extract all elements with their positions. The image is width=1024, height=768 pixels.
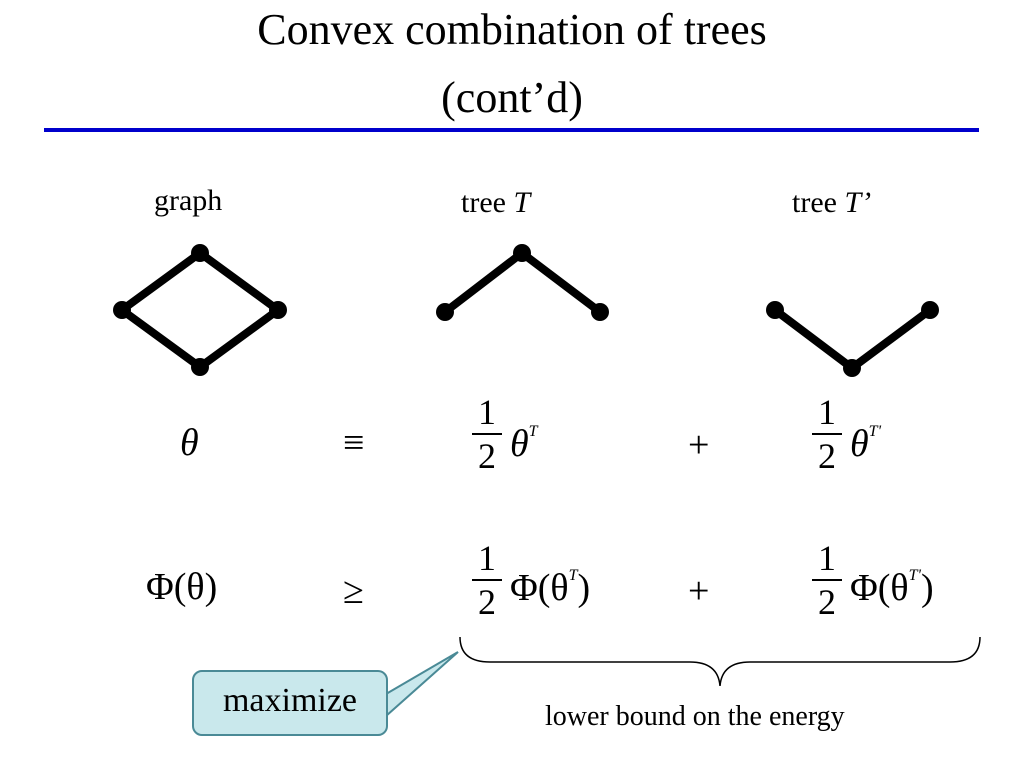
theta-lhs: θ <box>180 422 199 464</box>
maximize-callout <box>192 670 388 736</box>
superscript-t: T <box>528 423 538 440</box>
fraction-bar <box>812 579 842 581</box>
fraction-bar <box>812 433 842 435</box>
superscript-t-prime: T' <box>908 567 921 584</box>
tree-t-prime-node-right <box>921 301 939 319</box>
graph-label: graph <box>154 184 223 217</box>
tree-t-node-top <box>513 244 531 262</box>
plus-symbol-row2: + <box>688 570 710 612</box>
tree-t-label-prefix: tree <box>461 186 506 219</box>
curly-brace <box>459 636 981 687</box>
fraction-numerator: 1 <box>478 538 496 578</box>
tree-t-label: tree T <box>461 188 530 218</box>
greater-equal-symbol: ≥ <box>343 570 364 612</box>
graph-edge-top-right <box>196 249 282 314</box>
row2-half-fraction-2: 1 2 <box>810 540 844 620</box>
plus-symbol-row1: + <box>688 424 710 466</box>
tree-t-node-right <box>591 303 609 321</box>
fraction-denominator: 2 <box>818 582 836 622</box>
fraction-numerator: 1 <box>818 538 836 578</box>
theta-symbol: θ <box>850 423 869 465</box>
row2-term-phi-theta-t: Φ(θT) <box>510 567 591 609</box>
row1-half-fraction-2: 1 2 <box>810 394 844 474</box>
callout-pointer <box>385 651 459 719</box>
row2-half-fraction-1: 1 2 <box>470 540 504 620</box>
row1-half-fraction-1: 1 2 <box>470 394 504 474</box>
fraction-denominator: 2 <box>478 582 496 622</box>
tree-t-prime-edge-left <box>771 306 856 372</box>
tree-t-prime-label: tree T’ <box>792 188 871 218</box>
fraction-numerator: 1 <box>478 392 496 432</box>
graph-edge-bottom-left <box>118 306 204 371</box>
row1-term-theta-t: θT <box>510 423 538 465</box>
tree-t-prime-symbol: T’ <box>844 186 872 219</box>
superscript-t: T <box>568 567 578 584</box>
title-underline <box>44 128 979 132</box>
fraction-denominator: 2 <box>818 436 836 476</box>
row2-term-phi-theta-t-prime: Φ(θT') <box>850 567 934 609</box>
maximize-callout-text: maximize <box>222 682 358 719</box>
graph-edge-top-left <box>118 249 204 314</box>
fraction-bar <box>472 433 502 435</box>
graph-edge-bottom-right <box>196 306 282 371</box>
fraction-denominator: 2 <box>478 436 496 476</box>
tree-t-prime-edge-right <box>848 306 934 372</box>
tree-t-prime-node-bottom <box>843 359 861 377</box>
tree-t-symbol: T <box>513 186 531 219</box>
phi-theta-open: Φ(θ <box>850 567 909 609</box>
close-paren: ) <box>577 567 591 609</box>
phi-theta-lhs: Φ(θ) <box>146 566 218 608</box>
tree-t-prime-label-prefix: tree <box>792 186 837 219</box>
equivalence-symbol: ≡ <box>343 422 365 464</box>
theta-symbol: θ <box>510 423 529 465</box>
fraction-bar <box>472 579 502 581</box>
tree-t-prime-diagram <box>766 301 939 377</box>
close-paren: ) <box>920 567 934 609</box>
tree-t-diagram <box>436 244 609 321</box>
graph-diagram <box>113 244 287 376</box>
tree-t-node-left <box>436 303 454 321</box>
fraction-numerator: 1 <box>818 392 836 432</box>
phi-theta-open: Φ(θ <box>510 567 569 609</box>
graph-node-left <box>113 301 131 319</box>
graph-node-bottom <box>191 358 209 376</box>
lower-bound-caption: lower bound on the energy <box>545 701 845 732</box>
slide-title-line-1: Convex combination of trees <box>257 5 767 54</box>
superscript-t-prime: T' <box>868 423 881 440</box>
tree-t-prime-node-left <box>766 301 784 319</box>
slide-title-line-2: (cont’d) <box>441 73 583 122</box>
tree-t-edge-left <box>441 249 526 316</box>
tree-t-edge-right <box>518 249 604 316</box>
graph-node-top <box>191 244 209 262</box>
graph-node-right <box>269 301 287 319</box>
row1-term-theta-t-prime: θT' <box>850 423 881 465</box>
